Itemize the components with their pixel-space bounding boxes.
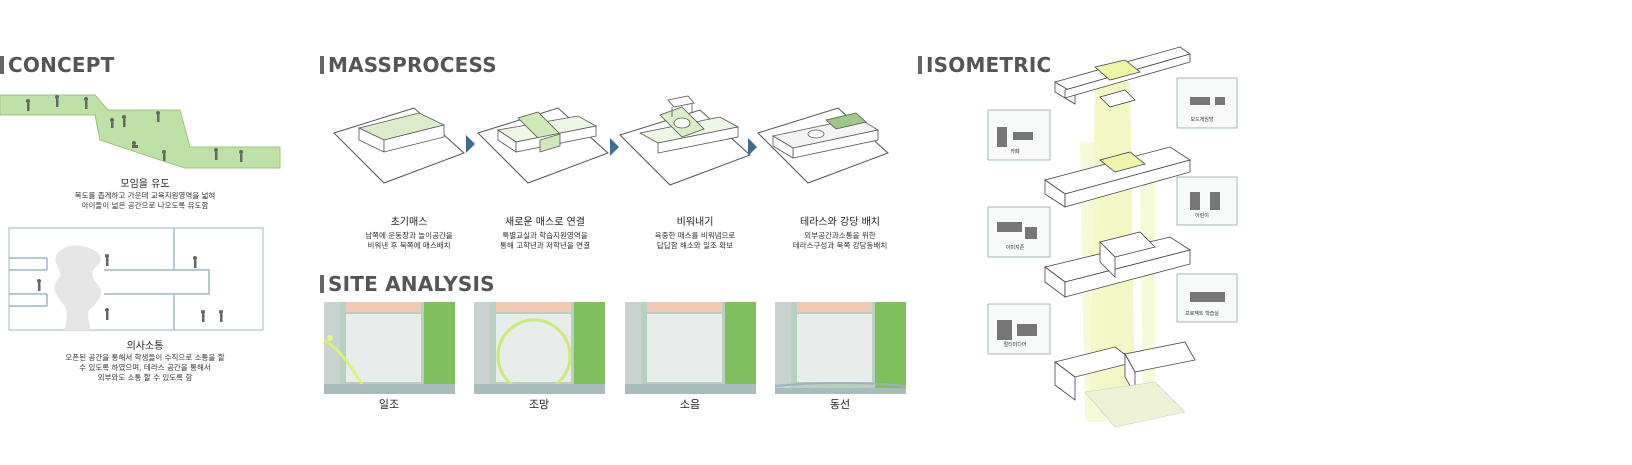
massprocess-title: MASSPROCESS [320,53,497,77]
isometric-title: ISOMETRIC [918,53,1051,77]
title-bar-marker [320,56,324,74]
mass-step-initial [333,107,465,184]
mass-step-terrace [757,107,889,184]
site-map-noise [625,302,756,394]
process-arrow [748,138,757,156]
iso-label-project-room: 프로젝트 학습실 [1185,311,1219,317]
gathering-title: 모임을 유도 [120,179,170,190]
isometric-title-text: ISOMETRIC [926,53,1052,77]
communication-desc-line: 수 있도록 하였으며, 테라스 공간을 통해서 [79,363,211,372]
mass-step-title: 새로운 매스로 연결 [505,217,585,228]
isometric-drawing [987,46,1238,428]
gathering-desc: 복도를 좁게하고 가운데 교육지원영역을 넓혀 아이들이 넓은 공간으로 나오도… [30,191,260,211]
site-label-noise: 소음 [679,398,701,411]
site-map-sunlight [323,302,455,395]
gathering-desc-line: 아이들이 넓은 공간으로 나오도록 유도함 [81,201,209,210]
mass-step-desc: 외부공간과소통을 위한 테라스구성과 북쪽 강당동배치 [765,231,915,251]
massprocess-title-text: MASSPROCESS [328,53,497,77]
title-bar-marker [0,56,4,74]
site-analysis-title: SITE ANALYSIS [320,272,495,296]
title-bar-marker [918,56,922,74]
iso-label-boardgame: 보드게임방 [1190,117,1214,123]
site-map-circulation [774,302,907,394]
mass-step-desc-line: 남쪽에 운동장과 놀이공간을 [365,231,453,240]
process-arrow [466,135,475,153]
mass-step-title: 테라스와 강당 배치 [800,217,880,228]
mass-step-desc-line: 비워낸 후 북쪽에 매스배치 [367,241,451,250]
mass-step-title: 초기매스 [390,217,428,228]
iso-label-kids: 어린이 [1195,213,1209,219]
communication-desc-line: 오픈된 공간을 통해서 학생들이 수직으로 소통을 할 [65,353,225,362]
iso-label-cafe: 카페 [1010,149,1020,155]
concept-title: CONCEPT [0,53,114,77]
mass-step-title: 비워내기 [676,217,714,228]
mass-step-desc-line: 육중한 매스를 비워냄으로 [654,231,736,240]
concept-title-text: CONCEPT [8,53,115,77]
mass-step-desc-line: 통해 고학년과 저학년을 연결 [500,241,590,250]
communication-desc: 오픈된 공간을 통해서 학생들이 수직으로 소통을 할 수 있도록 하였으며, … [20,353,270,383]
title-bar-marker [320,275,324,293]
communication-title: 의사소통 [126,341,164,352]
site-label-view: 조망 [528,398,550,411]
process-arrow [610,138,619,156]
iso-label-imagezone: 이미지존 [1005,245,1025,251]
mass-step-desc: 육중한 매스를 비워냄으로 답답함 해소와 일조 확보 [620,231,770,251]
gathering-desc-line: 복도를 좁게하고 가운데 교육지원영역을 넓혀 [74,191,216,200]
mass-step-void [619,95,751,186]
mass-step-desc-line: 답답함 해소와 일조 확보 [656,241,734,250]
mass-step-desc: 남쪽에 운동장과 놀이공간을 비워낸 후 북쪽에 매스배치 [334,231,484,251]
site-map-view [474,302,605,394]
mass-step-desc: 특별교실과 학습지원영역을 통해 고학년과 저학년을 연결 [470,231,620,251]
site-label-sunlight: 일조 [378,398,400,411]
mass-step-desc-line: 외부공간과소통을 위한 [804,231,876,240]
mass-step-desc-line: 특별교실과 학습지원영역을 [502,231,588,240]
mass-step-desc-line: 테라스구성과 북쪽 강당동배치 [792,241,888,250]
iso-label-multimedia: 멀티미디어 [1003,342,1027,348]
communication-desc-line: 외부와도 소통 할 수 있도록 함 [97,373,193,382]
communication-diagram [8,227,264,331]
site-label-circulation: 동선 [829,398,851,411]
site-analysis-title-text: SITE ANALYSIS [328,272,495,296]
mass-step-connect [477,107,609,184]
gathering-diagram [0,94,281,169]
